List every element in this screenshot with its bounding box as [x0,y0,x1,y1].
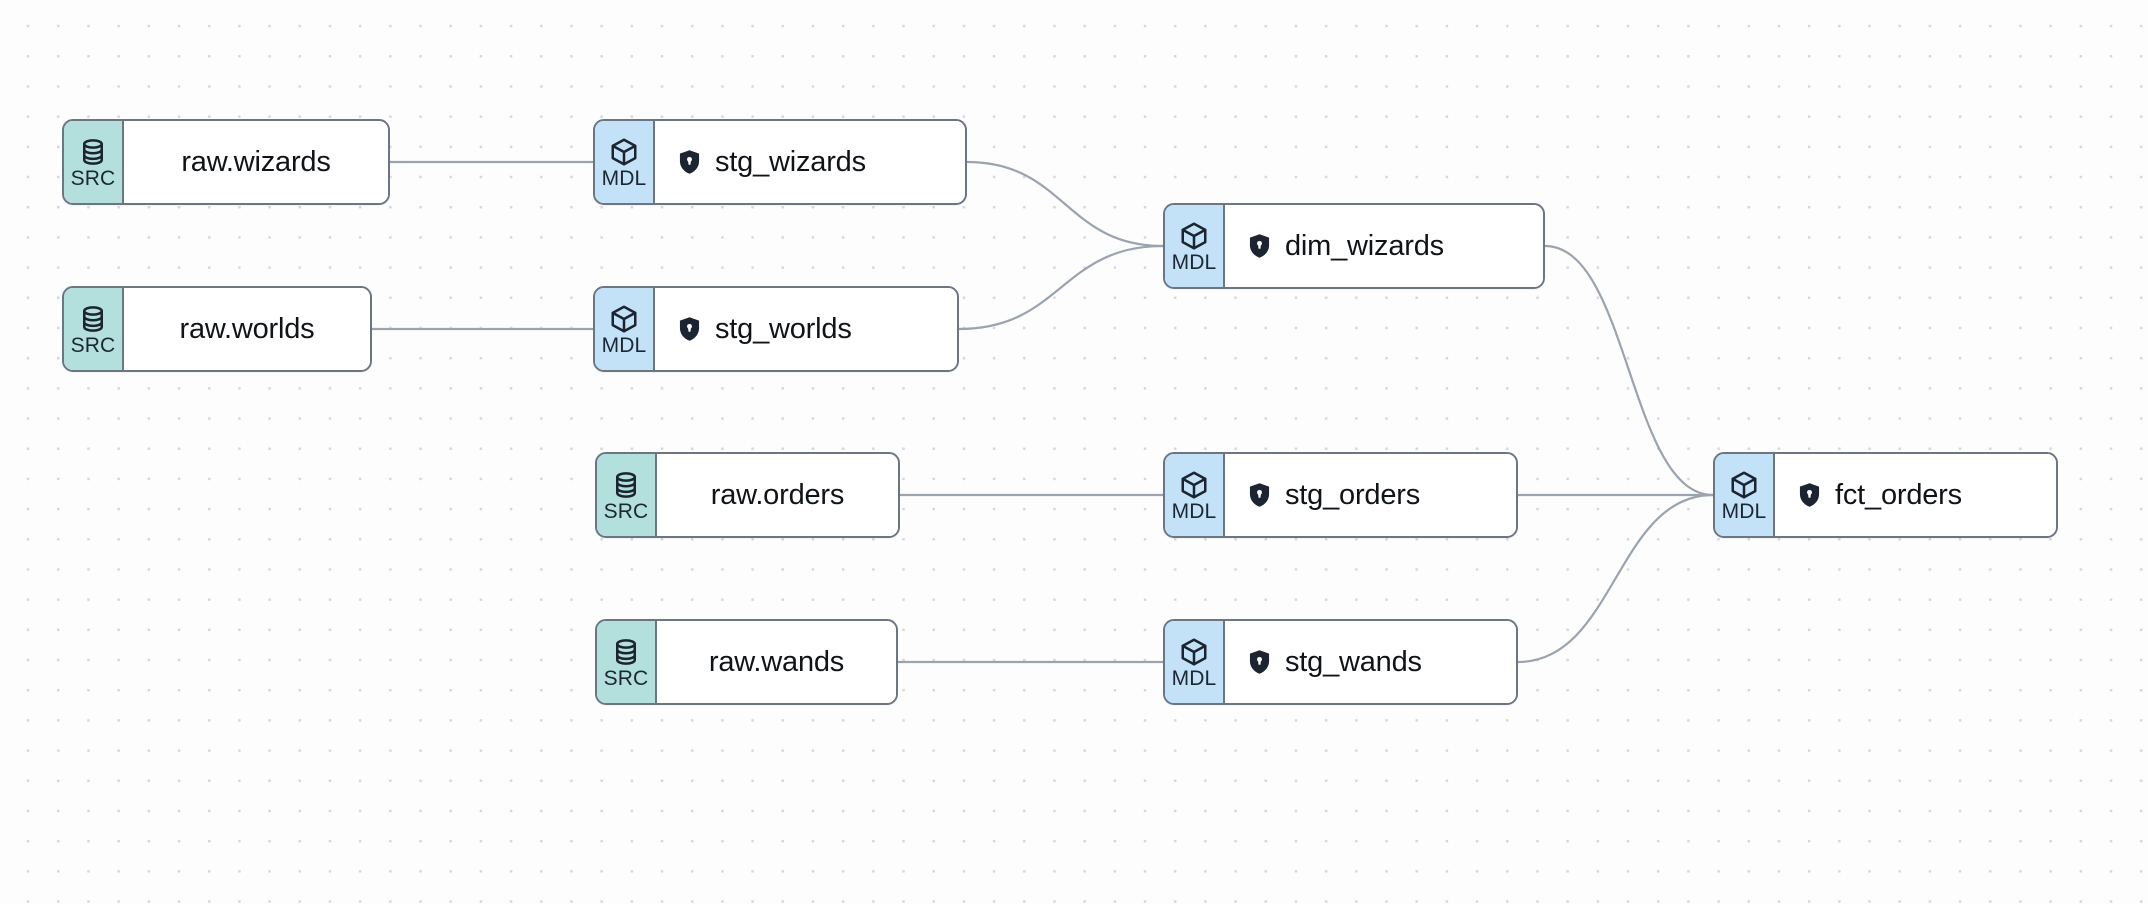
node-body: raw.wands [657,621,896,703]
node-body: stg_wizards [655,121,965,203]
node-badge-label: MDL [1171,666,1217,690]
database-icon [78,137,108,167]
node-body: raw.worlds [124,288,370,370]
cube-icon [1179,221,1209,251]
node-body: raw.wizards [124,121,388,203]
shield-lock-icon [677,316,702,342]
database-icon [611,470,641,500]
node-badge-label: MDL [1171,499,1217,523]
node-body: dim_wizards [1225,205,1543,287]
node-label: stg_wands [1285,646,1422,678]
node-label: fct_orders [1835,479,1962,511]
cube-icon [1179,470,1209,500]
node-body: stg_worlds [655,288,957,370]
database-icon [78,304,108,334]
shield-lock-icon [1797,482,1822,508]
node-badge-mdl: MDL [595,288,655,370]
cube-icon [1179,637,1209,667]
edge-stg_wizards-to-dim_wizards[interactable] [965,160,1165,248]
node-badge-mdl: MDL [1165,205,1225,287]
node-body: stg_orders [1225,454,1516,536]
node-stg_orders[interactable]: MDL stg_orders [1163,452,1518,538]
node-badge-src: SRC [64,288,124,370]
node-badge-label: MDL [1721,499,1767,523]
node-label: dim_wizards [1285,230,1444,262]
node-badge-mdl: MDL [595,121,655,203]
node-raw_wizards[interactable]: SRC raw.wizards [62,119,390,205]
database-icon [611,637,641,667]
node-body: stg_wands [1225,621,1516,703]
node-fct_orders[interactable]: MDL fct_orders [1713,452,2058,538]
node-label: stg_orders [1285,479,1421,511]
node-raw_wands[interactable]: SRC raw.wands [595,619,898,705]
node-badge-label: MDL [601,333,647,357]
cube-icon [609,137,639,167]
node-dim_wizards[interactable]: MDL dim_wizards [1163,203,1545,289]
node-stg_wizards[interactable]: MDL stg_wizards [593,119,967,205]
cube-icon [1729,470,1759,500]
node-label: raw.worlds [179,313,315,345]
node-badge-label: MDL [1171,250,1217,274]
node-raw_worlds[interactable]: SRC raw.worlds [62,286,372,372]
cube-icon [609,304,639,334]
node-label: stg_wizards [715,146,866,178]
shield-lock-icon [1247,233,1272,259]
node-raw_orders[interactable]: SRC raw.orders [595,452,900,538]
node-badge-src: SRC [64,121,124,203]
shield-lock-icon [677,149,702,175]
edge-stg_worlds-to-dim_wizards[interactable] [957,244,1165,331]
node-badge-label: MDL [601,166,647,190]
edge-stg_wands-to-fct_orders[interactable] [1516,493,1715,664]
shield-lock-icon [1247,649,1272,675]
node-body: fct_orders [1775,454,2056,536]
node-badge-src: SRC [597,454,657,536]
node-badge-label: SRC [70,333,116,357]
node-stg_wands[interactable]: MDL stg_wands [1163,619,1518,705]
node-stg_worlds[interactable]: MDL stg_worlds [593,286,959,372]
node-label: raw.wizards [181,146,331,178]
node-badge-mdl: MDL [1165,621,1225,703]
node-label: stg_worlds [715,313,852,345]
node-badge-label: SRC [603,499,649,523]
node-body: raw.orders [657,454,898,536]
node-badge-mdl: MDL [1715,454,1775,536]
edge-dim_wizards-to-fct_orders[interactable] [1543,244,1715,497]
node-badge-label: SRC [70,166,116,190]
node-label: raw.orders [710,479,845,511]
shield-lock-icon [1247,482,1272,508]
node-label: raw.wands [708,646,845,678]
node-badge-label: SRC [603,666,649,690]
node-badge-src: SRC [597,621,657,703]
node-badge-mdl: MDL [1165,454,1225,536]
